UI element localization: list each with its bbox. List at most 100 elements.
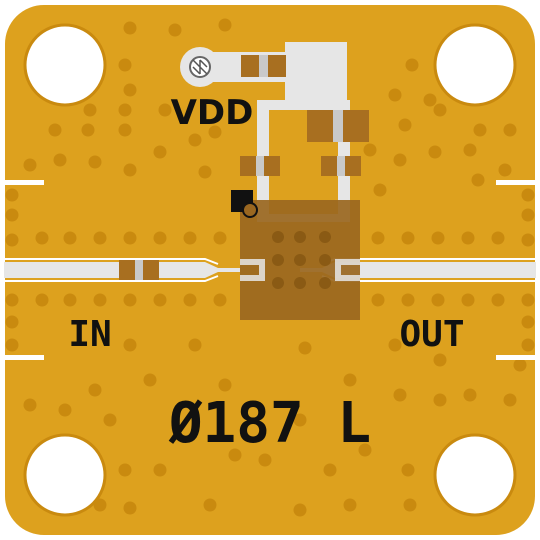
via [123, 231, 137, 245]
mounting-hole-top-left [23, 23, 107, 107]
capacitor-right-bias [321, 156, 361, 176]
via [35, 231, 49, 245]
via [118, 463, 132, 477]
edge-gaps [4, 180, 536, 360]
via [323, 463, 337, 477]
via [118, 103, 132, 117]
via [431, 231, 445, 245]
via-field [5, 18, 535, 517]
via [503, 123, 517, 137]
via [358, 443, 372, 457]
via [123, 338, 137, 352]
chip-pad [319, 254, 331, 266]
via [153, 463, 167, 477]
via [228, 448, 242, 462]
via [521, 233, 535, 247]
via [123, 163, 137, 177]
via [521, 293, 535, 307]
via [5, 233, 19, 247]
via [93, 498, 107, 512]
capacitors [119, 55, 369, 280]
via [401, 231, 415, 245]
via [35, 293, 49, 307]
via [371, 231, 385, 245]
via [5, 208, 19, 222]
ground-symbol-icon [189, 56, 211, 78]
via [461, 293, 475, 307]
chip-pad [294, 231, 306, 243]
via [403, 498, 417, 512]
via [463, 388, 477, 402]
via [491, 293, 505, 307]
orientation-dot-icon [242, 202, 258, 218]
via [258, 453, 272, 467]
chip-pad [272, 254, 284, 266]
input-label: IN [68, 314, 111, 355]
via [293, 413, 307, 427]
via [298, 341, 312, 355]
via [471, 173, 485, 187]
via [88, 155, 102, 169]
via [183, 231, 197, 245]
via [213, 231, 227, 245]
via [183, 293, 197, 307]
via [153, 145, 167, 159]
mounting-holes [23, 23, 517, 517]
via [393, 388, 407, 402]
via [103, 413, 117, 427]
via [208, 125, 222, 139]
capacitor-vdd-top [241, 55, 286, 77]
via [5, 338, 19, 352]
via [503, 393, 517, 407]
via [53, 153, 67, 167]
via [81, 123, 95, 137]
via [198, 165, 212, 179]
chip-pad [319, 231, 331, 243]
part-number-label: Ø187 L [168, 391, 371, 456]
via [433, 353, 447, 367]
via [405, 58, 419, 72]
edge-gap-right-bottom [496, 355, 536, 360]
via [343, 498, 357, 512]
via [63, 293, 77, 307]
via [473, 123, 487, 137]
via [363, 143, 377, 157]
via [388, 88, 402, 102]
via [521, 188, 535, 202]
output-label: OUT [399, 314, 464, 355]
via [393, 153, 407, 167]
via [153, 293, 167, 307]
via [371, 293, 385, 307]
via [123, 83, 137, 97]
via [5, 188, 19, 202]
mounting-hole-bottom-right [433, 433, 517, 517]
via [5, 293, 19, 307]
via [373, 183, 387, 197]
via [63, 231, 77, 245]
chip-output-finger [335, 259, 360, 281]
vdd-trace-horizontal [257, 100, 350, 110]
via [343, 373, 357, 387]
edge-gap-right-top [496, 180, 536, 185]
vdd-label: VDD [171, 93, 254, 133]
via [5, 315, 19, 329]
chip-pad [319, 277, 331, 289]
via [123, 21, 137, 35]
edge-gap-left-top [4, 180, 44, 185]
via [153, 231, 167, 245]
capacitor-left-bias [240, 156, 280, 176]
mounting-hole-bottom-left [23, 433, 107, 517]
via [431, 293, 445, 307]
chip-pad [272, 277, 284, 289]
via [521, 338, 535, 352]
via [398, 118, 412, 132]
via [213, 293, 227, 307]
capacitor-large [307, 110, 369, 142]
chip-pad [272, 231, 284, 243]
chip-pad [294, 254, 306, 266]
via [498, 163, 512, 177]
rf-input-trace-edge [4, 258, 219, 282]
via [93, 231, 107, 245]
via [58, 403, 72, 417]
via [433, 103, 447, 117]
